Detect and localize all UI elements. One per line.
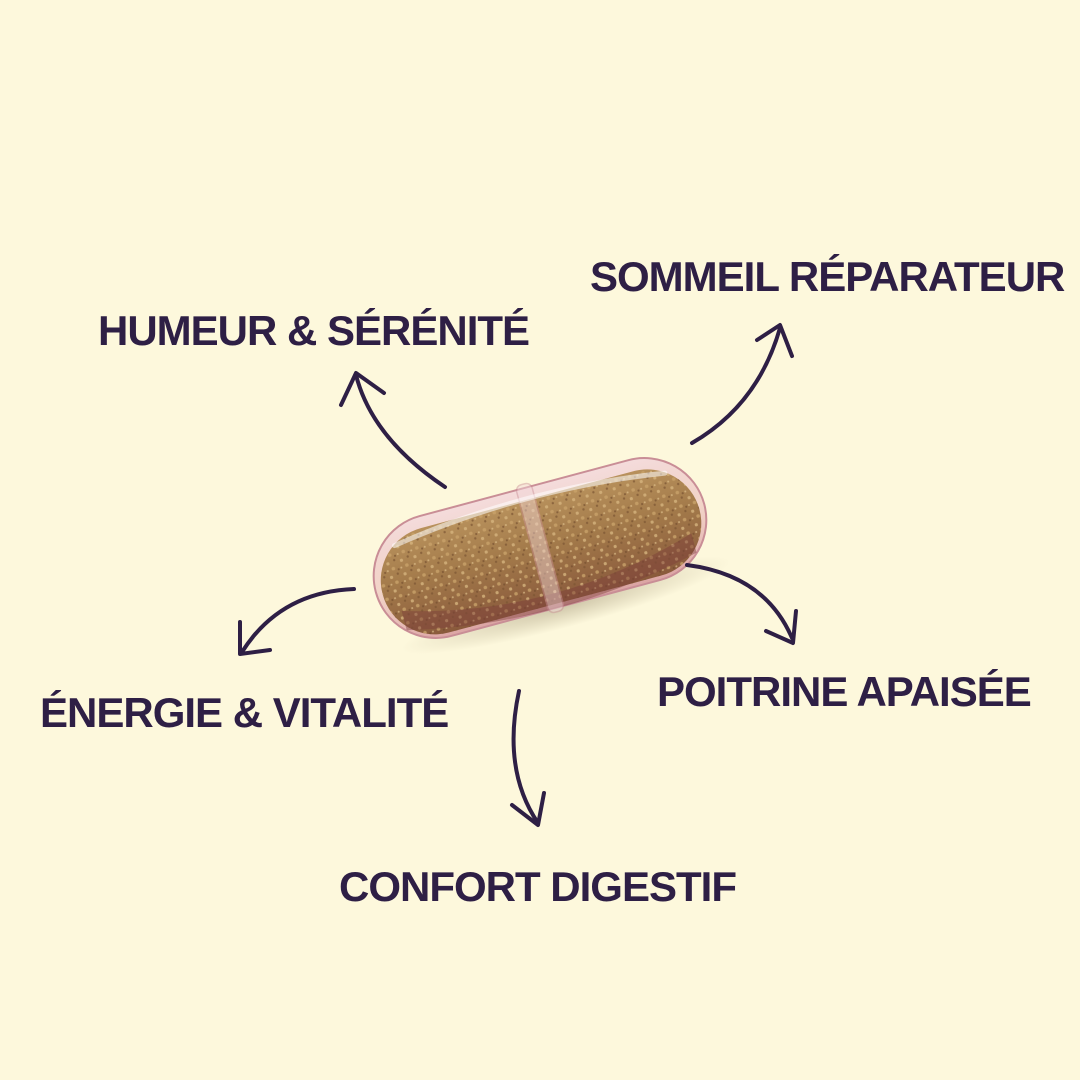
arrow-to-confort-icon bbox=[510, 689, 546, 827]
benefit-energie-label: ÉNERGIE & VITALITÉ bbox=[40, 689, 449, 736]
arrow-to-humeur-icon bbox=[339, 371, 447, 489]
capsule-icon bbox=[372, 457, 731, 655]
benefit-confort-label: CONFORT DIGESTIF bbox=[339, 863, 737, 910]
arrow-to-energie-icon bbox=[238, 587, 356, 656]
benefit-poitrine-label: POITRINE APAISÉE bbox=[657, 668, 1032, 715]
benefit-sommeil-label: SOMMEIL RÉPARATEUR bbox=[590, 253, 1065, 300]
benefit-humeur-label: HUMEUR & SÉRÉNITÉ bbox=[98, 307, 530, 354]
arrow-to-sommeil-icon bbox=[690, 323, 794, 445]
arrow-to-poitrine-icon bbox=[685, 563, 798, 645]
